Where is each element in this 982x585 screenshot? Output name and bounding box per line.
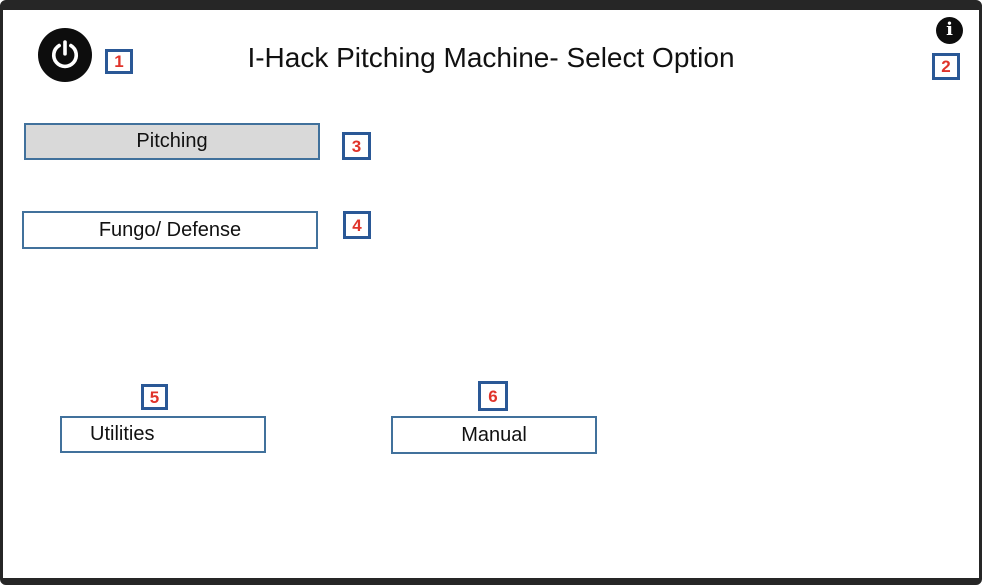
- callout-3-number: 3: [351, 136, 362, 156]
- pitching-button[interactable]: Pitching: [24, 123, 320, 160]
- pitching-button-label: Pitching: [136, 130, 208, 152]
- callout-5-number: 5: [149, 387, 160, 407]
- utilities-button[interactable]: Utilities: [60, 416, 266, 453]
- info-button[interactable]: i: [936, 17, 963, 44]
- manual-button[interactable]: Manual: [391, 416, 597, 454]
- callout-1-number: 1: [114, 52, 124, 71]
- callout-1-power: 1: [105, 49, 133, 74]
- utilities-button-label: Utilities: [90, 423, 155, 445]
- callout-6-manual: 6: [478, 381, 508, 411]
- fungo-defense-button[interactable]: Fungo/ Defense: [22, 211, 318, 249]
- callout-4-fungo: 4: [343, 211, 371, 239]
- callout-2-number: 2: [941, 57, 951, 76]
- callout-2-info: 2: [932, 53, 960, 80]
- manual-button-label: Manual: [461, 423, 527, 446]
- callout-6-number: 6: [488, 386, 498, 406]
- info-icon: i: [946, 18, 953, 40]
- callout-4-number: 4: [352, 215, 362, 235]
- callout-3-pitching: 3: [342, 132, 371, 160]
- callout-5-utilities: 5: [141, 384, 168, 410]
- power-button[interactable]: [38, 28, 92, 82]
- page-title: I-Hack Pitching Machine- Select Option: [247, 42, 735, 73]
- fungo-defense-button-label: Fungo/ Defense: [98, 218, 242, 241]
- power-icon: [47, 37, 83, 73]
